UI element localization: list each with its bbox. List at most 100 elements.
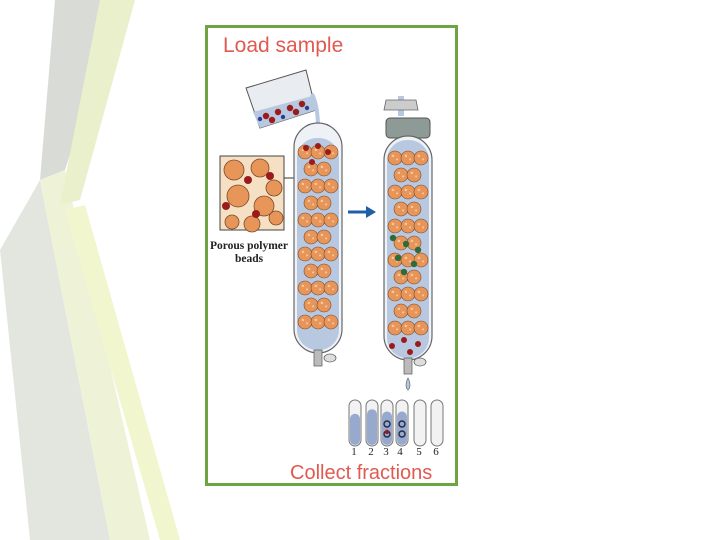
bead-pore (397, 171, 401, 175)
bead-pore (320, 165, 324, 169)
bead-pore (320, 233, 324, 237)
bead-pore (415, 277, 418, 280)
bead-pore (404, 154, 408, 158)
beaker (245, 69, 320, 148)
small-molecule (304, 105, 310, 111)
bead-pore (332, 186, 335, 189)
bead-pore (402, 311, 405, 314)
fraction-label-1: 1 (351, 446, 357, 458)
bead-pore (397, 205, 401, 209)
bead (323, 280, 339, 296)
large-molecule (274, 108, 282, 116)
bead-pore (404, 256, 408, 260)
bead-pore (391, 222, 395, 226)
large-molecule (407, 349, 413, 355)
bead-pore (410, 273, 414, 277)
bead-pore (404, 324, 408, 328)
bead-pore (404, 188, 408, 192)
bead-pore (306, 288, 309, 291)
bead-pore (325, 169, 328, 172)
bead-pore (396, 328, 399, 331)
bead-pore (415, 209, 418, 212)
large-molecule (325, 149, 331, 155)
fraction-tube (413, 399, 427, 447)
bead-pore (409, 328, 412, 331)
bead-pore (332, 220, 335, 223)
bead (316, 161, 332, 177)
diagram-frame: Load sample Porous polymer beads 1 2 3 4… (205, 25, 458, 486)
molecule-ring (398, 430, 406, 438)
bead (310, 280, 326, 296)
tube-liquid (397, 411, 407, 445)
bead-pore (307, 301, 311, 305)
small-molecule (402, 240, 410, 248)
bead-pore (410, 239, 414, 243)
large-molecule (252, 210, 260, 218)
bead (393, 201, 409, 217)
large-molecule (315, 143, 321, 149)
bead (400, 320, 416, 336)
fraction-label-6: 6 (433, 446, 439, 458)
bead-pore (320, 199, 324, 203)
tube-liquid (367, 409, 377, 445)
bead (297, 178, 313, 194)
bead-pore (307, 165, 311, 169)
bead (310, 212, 326, 228)
bead-pore (422, 328, 425, 331)
large-molecule (222, 202, 230, 210)
bead (400, 150, 416, 166)
collect-fractions-title: Collect fractions (290, 462, 433, 484)
bead-pore (397, 239, 401, 243)
bead (323, 178, 339, 194)
bead (223, 159, 245, 181)
bead-pore (422, 192, 425, 195)
bead-pore (417, 256, 421, 260)
bead-pore (417, 290, 421, 294)
large-molecule (244, 176, 252, 184)
bead-pore (391, 256, 395, 260)
fraction-label-5: 5 (416, 446, 422, 458)
bead-pore (332, 322, 335, 325)
bead-pore (417, 154, 421, 158)
bead (250, 158, 270, 178)
bead-pore (314, 284, 318, 288)
bead (310, 314, 326, 330)
bead-pore (312, 237, 315, 240)
bead-pore (415, 243, 418, 246)
porous-beads-label: Porous polymer beads (209, 240, 289, 265)
bead-pore (312, 203, 315, 206)
bead-pore (410, 307, 414, 311)
bead-pore (422, 294, 425, 297)
bead (316, 195, 332, 211)
bead-pore (410, 171, 414, 175)
load-sample-title: Load sample (223, 34, 344, 57)
bead (387, 286, 403, 302)
bead-pore (410, 205, 414, 209)
bead (297, 314, 313, 330)
bead-pore (391, 188, 395, 192)
bead-pore (306, 152, 309, 155)
bead-inset (219, 155, 319, 233)
bead (387, 184, 403, 200)
bead-pore (327, 216, 331, 220)
bead-pore (417, 188, 421, 192)
bead-pore (397, 273, 401, 277)
fraction-tubes (348, 399, 444, 447)
bead (387, 150, 403, 166)
bead (303, 297, 319, 313)
bead-pore (307, 199, 311, 203)
bead (323, 246, 339, 262)
small-molecule (400, 268, 408, 276)
bead (393, 167, 409, 183)
bead-pore (319, 288, 322, 291)
large-molecule (309, 159, 315, 165)
tube-liquid (382, 411, 392, 445)
bead-pore (409, 226, 412, 229)
bead (413, 184, 429, 200)
right-arrow-icon (348, 206, 376, 218)
bead-pore (396, 226, 399, 229)
bead-pore (396, 158, 399, 161)
small-molecule (280, 114, 286, 120)
bead-pore (319, 254, 322, 257)
bead-pore (327, 318, 331, 322)
